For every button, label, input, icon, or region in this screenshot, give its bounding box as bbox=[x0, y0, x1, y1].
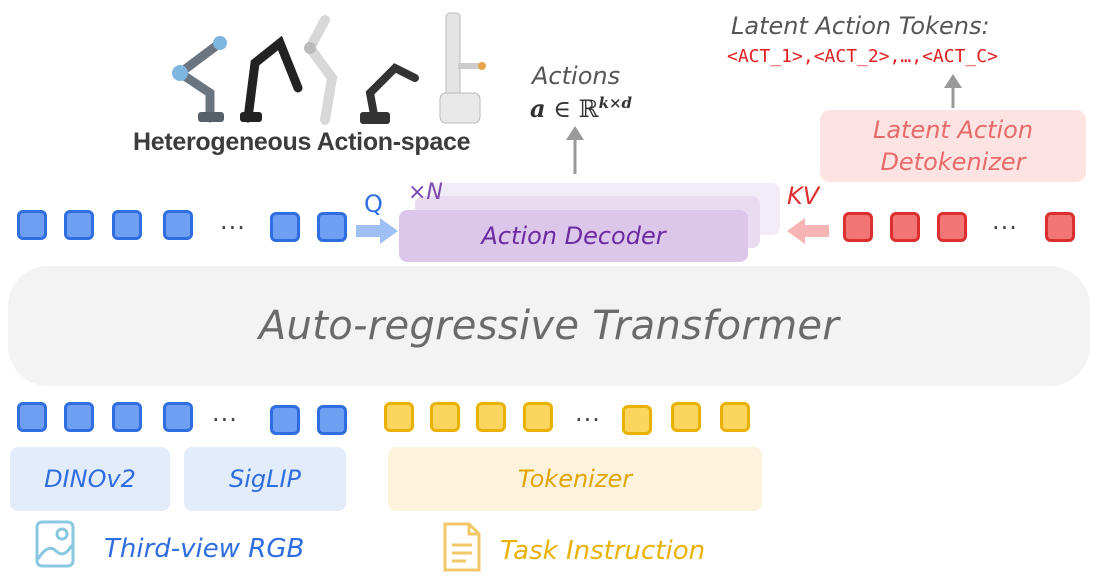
kv-token bbox=[890, 212, 920, 242]
query-token bbox=[17, 210, 47, 240]
vision-token bbox=[17, 402, 47, 432]
action-decoder-label: Action Decoder bbox=[481, 222, 666, 250]
formula-exp: k×d bbox=[598, 94, 633, 112]
query-token bbox=[270, 212, 300, 242]
kv-label: KV bbox=[787, 182, 820, 210]
auto-regressive-transformer: Auto-regressive Transformer bbox=[8, 266, 1090, 386]
siglip-label: SigLIP bbox=[228, 465, 302, 493]
actions-up-arrow-icon bbox=[566, 126, 584, 174]
document-icon bbox=[443, 522, 481, 572]
q-label: Q bbox=[364, 190, 383, 218]
task-instruction-label: Task Instruction bbox=[500, 536, 706, 566]
detokenizer-line1: Latent Action bbox=[872, 116, 1034, 144]
image-icon bbox=[35, 520, 75, 568]
third-view-rgb-label: Third-view RGB bbox=[104, 534, 305, 564]
vision-token bbox=[317, 405, 347, 435]
query-token bbox=[317, 212, 347, 242]
text-token bbox=[523, 402, 553, 432]
query-token bbox=[163, 210, 193, 240]
text-token bbox=[622, 405, 652, 435]
query-token bbox=[112, 210, 142, 240]
text-token bbox=[430, 402, 460, 432]
text-token bbox=[720, 402, 750, 432]
vision-token bbox=[112, 402, 142, 432]
formula-in: ∈ bbox=[553, 95, 571, 123]
query-ellipsis: ··· bbox=[220, 214, 246, 242]
dinov2-label: DINOv2 bbox=[44, 465, 136, 493]
text-token bbox=[671, 402, 701, 432]
text-token bbox=[384, 402, 414, 432]
dinov2-encoder: DINOv2 bbox=[10, 447, 170, 511]
text-ellipsis: ··· bbox=[575, 406, 601, 434]
robot-arms-icon bbox=[172, 12, 486, 125]
latent-action-detokenizer: Latent Action Detokenizer bbox=[820, 110, 1086, 182]
kv-arrow-icon bbox=[787, 218, 829, 244]
transformer-label: Auto-regressive Transformer bbox=[258, 303, 840, 349]
latent-tokens-sequence: <ACT_1>,<ACT_2>,…,<ACT_C> bbox=[727, 46, 998, 67]
robots-caption: Heterogeneous Action-space bbox=[133, 128, 471, 156]
vision-ellipsis: ··· bbox=[212, 406, 238, 434]
latent-tokens-title: Latent Action Tokens: bbox=[731, 12, 990, 40]
actions-formula: a ∈ ℝk×d bbox=[530, 94, 632, 123]
q-arrow-icon bbox=[356, 218, 398, 244]
tokens-up-arrow-icon bbox=[944, 74, 962, 108]
kv-token bbox=[843, 212, 873, 242]
formula-a: a bbox=[530, 94, 546, 123]
text-token bbox=[476, 402, 506, 432]
detokenizer-line2: Detokenizer bbox=[880, 148, 1026, 176]
tokenizer-label: Tokenizer bbox=[517, 465, 633, 493]
vision-token bbox=[163, 402, 193, 432]
formula-space: ℝ bbox=[578, 95, 599, 123]
siglip-encoder: SigLIP bbox=[184, 447, 346, 511]
tokenizer: Tokenizer bbox=[388, 447, 762, 511]
kv-ellipsis: ··· bbox=[992, 214, 1018, 242]
query-token bbox=[64, 210, 94, 240]
kv-token bbox=[1045, 212, 1075, 242]
vision-token bbox=[270, 405, 300, 435]
action-decoder: Action Decoder bbox=[399, 210, 748, 262]
kv-token bbox=[937, 212, 967, 242]
robots-illustration bbox=[160, 8, 500, 130]
vision-token bbox=[64, 402, 94, 432]
actions-label: Actions bbox=[532, 62, 621, 90]
decoder-repeat-label: ×N bbox=[408, 180, 443, 205]
